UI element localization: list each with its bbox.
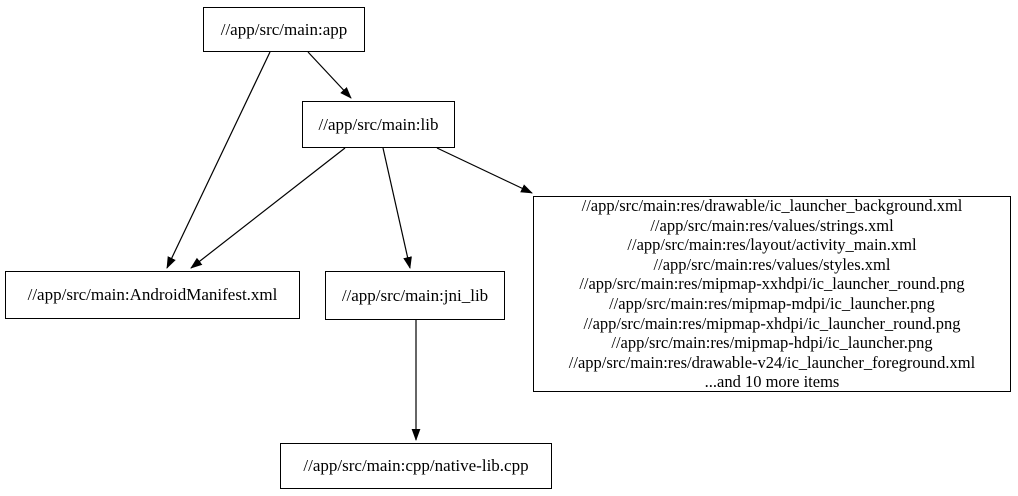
res-file-line: //app/src/main:res/values/strings.xml	[650, 215, 894, 235]
node-jni-lib-label: //app/src/main:jni_lib	[341, 285, 489, 305]
edge-lib-to-jni-lib	[382, 147, 412, 269]
res-file-line: //app/src/main:res/values/styles.xml	[653, 254, 891, 274]
res-file-line: //app/src/main:res/drawable-v24/ic_launc…	[568, 352, 976, 372]
node-lib-label: //app/src/main:lib	[318, 114, 439, 134]
node-app: //app/src/main:app	[203, 7, 365, 52]
node-res-group: //app/src/main:res/drawable/ic_launcher_…	[533, 196, 1011, 392]
res-file-line: //app/src/main:res/drawable/ic_launcher_…	[581, 196, 963, 216]
res-file-line: //app/src/main:res/mipmap-mdpi/ic_launch…	[609, 294, 935, 313]
node-app-label: //app/src/main:app	[220, 19, 348, 39]
edge-app-to-androidmanifest	[166, 51, 271, 269]
node-native-lib-label: //app/src/main:cpp/native-lib.cpp	[303, 456, 529, 475]
node-android-manifest: //app/src/main:AndroidManifest.xml	[5, 271, 300, 319]
edge-lib-to-res-group	[436, 147, 533, 194]
node-jni-lib: //app/src/main:jni_lib	[325, 271, 505, 320]
res-file-line: //app/src/main:res/layout/activity_main.…	[627, 235, 917, 255]
edge-lib-to-androidmanifest	[190, 147, 346, 269]
res-file-line: //app/src/main:res/mipmap-xhdpi/ic_launc…	[583, 313, 961, 333]
edge-app-to-lib	[307, 51, 352, 99]
res-more-items-line: ...and 10 more items	[704, 372, 840, 392]
node-lib: //app/src/main:lib	[302, 101, 455, 148]
node-native-lib: //app/src/main:cpp/native-lib.cpp	[280, 443, 552, 489]
res-file-line: //app/src/main:res/mipmap-xxhdpi/ic_laun…	[579, 274, 965, 294]
node-android-manifest-label: //app/src/main:AndroidManifest.xml	[27, 285, 278, 304]
res-file-line: //app/src/main:res/mipmap-hdpi/ic_launch…	[611, 333, 933, 353]
